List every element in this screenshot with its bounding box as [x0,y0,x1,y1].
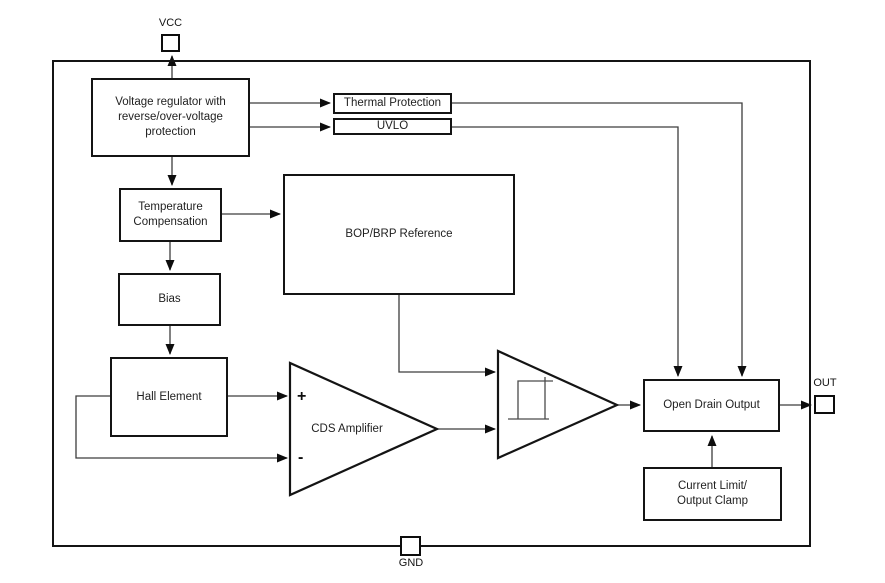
out-pin-label: OUT [813,377,837,389]
gnd-pin [400,536,421,556]
block-bias: Bias [118,273,221,326]
vcc-pin [161,34,180,52]
block-thermal-protection: Thermal Protection [333,93,452,114]
block-open-drain-output: Open Drain Output [643,379,780,432]
schmitt-trigger-triangle [496,349,620,460]
cds-minus-input-label: - [298,449,304,466]
wire-hall-to-minus [75,395,288,463]
cds-amplifier-label: CDS Amplifier [311,423,383,435]
block-voltage-regulator: Voltage regulator with reverse/over-volt… [91,78,250,157]
wire-uvlo-to-output [452,126,683,377]
block-bop-brp-reference: BOP/BRP Reference [283,174,515,295]
block-hall-element: Hall Element [110,357,228,437]
block-current-limit-output-clamp: Current Limit/ Output Clamp [643,467,782,521]
block-temperature-compensation: Temperature Compensation [119,188,222,242]
hysteresis-icon [508,377,553,420]
vcc-pin-label: VCC [158,17,183,29]
out-pin [814,395,835,414]
wire-reference-to-schmitt [398,295,496,377]
wire-thermal-to-output [452,102,747,377]
cds-plus-input-label: + [297,388,307,405]
gnd-pin-label: GND [398,557,424,569]
block-uvlo: UVLO [333,118,452,135]
cds-amplifier-triangle [288,361,440,497]
